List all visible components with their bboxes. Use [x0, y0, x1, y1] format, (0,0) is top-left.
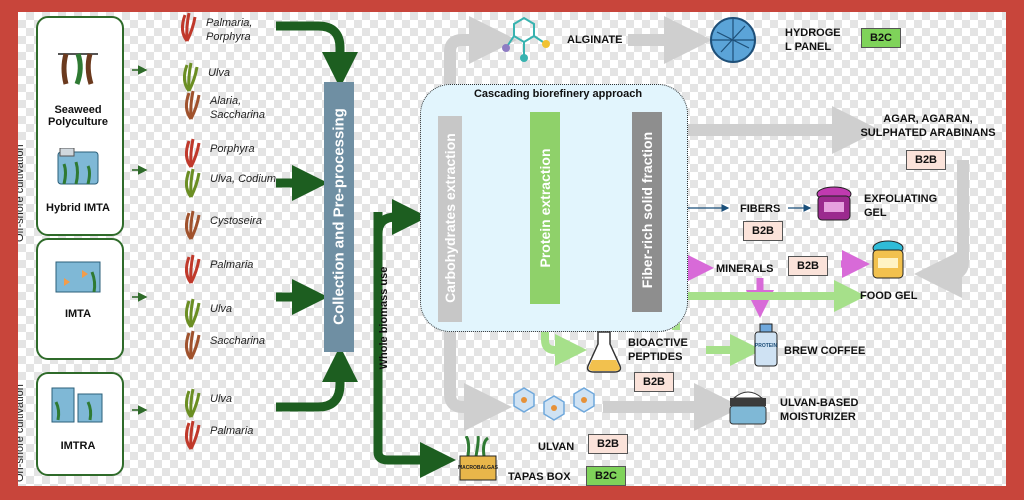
product-hydrogel: HYDROGE L PANEL — [785, 27, 841, 53]
system-label: Hybrid IMTA — [46, 202, 110, 214]
diagram-canvas: Off-shore cultivation On-shore cultivati… — [18, 12, 1006, 486]
species-label: Saccharina — [210, 335, 266, 347]
bottle-label: PROTEIN — [754, 343, 778, 349]
badge-b2b: B2B — [634, 372, 675, 392]
product-ulvan: ULVAN — [538, 441, 575, 453]
protein-label: Protein extraction — [537, 148, 553, 268]
seaweed-icon — [184, 138, 201, 168]
species-label: Ulva — [210, 393, 233, 405]
collection-preprocessing-box — [324, 82, 354, 352]
exfoliating-jar-icon — [816, 186, 852, 221]
seaweed-icon — [184, 298, 201, 328]
seaweed-icon — [184, 254, 201, 284]
seaweed-icon — [180, 12, 197, 42]
fish-tank-icon — [57, 148, 99, 185]
badge-b2c: B2C — [586, 466, 627, 486]
tapas-box-icon — [459, 436, 497, 481]
whole-biomass-label: Whole biomass use — [378, 266, 390, 370]
seaweed-icon — [184, 420, 201, 450]
ulvan-molecule-icon — [513, 387, 595, 421]
tapas-box-label: MACROBALGAS — [458, 465, 498, 471]
aquarium-icon — [55, 261, 101, 293]
seaweed-icon — [182, 62, 199, 92]
badge-b2c: B2C — [861, 28, 902, 48]
product-brew: BREW COFFEE — [784, 345, 866, 357]
product-fibers: FIBERS — [740, 203, 781, 215]
collection-label: Collection and Pre-processing — [330, 108, 348, 325]
seaweed-rope-icon — [58, 53, 98, 85]
seaweed-icon — [184, 90, 201, 120]
fiber-label: Fiber-rich solid fraction — [639, 131, 655, 289]
species-collection-arrows — [276, 21, 358, 412]
hydrogel-icon — [710, 17, 756, 63]
whole-biomass-arrow — [373, 199, 456, 478]
species-label: Palmaria, Porphyra — [206, 17, 253, 43]
seaweed-icon — [184, 210, 201, 240]
system-panel-imtra — [36, 372, 124, 476]
product-tapas: TAPAS BOX — [508, 471, 571, 483]
species-label: Ulva — [208, 67, 231, 79]
tanks-icon — [51, 387, 103, 423]
flask-icon — [586, 331, 622, 373]
badge-b2b: B2B — [788, 256, 829, 276]
system-panel-offshore — [36, 16, 124, 236]
seaweed-icon — [184, 168, 201, 198]
species-label: Palmaria — [210, 425, 254, 437]
product-moisturizer: ULVAN-BASED MOISTURIZER — [780, 397, 859, 423]
seaweed-icon — [184, 330, 201, 360]
food-gel-jar-icon — [872, 240, 904, 279]
badge-b2b: B2B — [588, 434, 629, 454]
system-label: IMTA — [64, 308, 92, 320]
system-label: IMTRA — [60, 440, 96, 452]
protein-bar — [530, 112, 560, 304]
species-label: Ulva, Codium — [210, 173, 277, 185]
species-label: Palmaria — [210, 259, 254, 271]
system-label: Seaweed Polyculture — [48, 104, 108, 128]
side-label-onshore: On-shore cultivation — [18, 384, 26, 482]
product-bioactive: BIOACTIVE PEPTIDES — [628, 337, 688, 363]
species-label: Porphyra — [210, 143, 255, 155]
product-alginate: ALGINATE — [567, 34, 623, 46]
molecule-icon — [502, 16, 550, 62]
system-panel-imta — [36, 238, 124, 360]
product-minerals: MINERALS — [716, 263, 774, 275]
species-label: Ulva — [210, 303, 233, 315]
product-agar: AGAR, AGARAN, SULPHATED ARABINANS — [860, 113, 996, 139]
fiber-bar — [632, 112, 662, 312]
seaweed-icon — [184, 388, 201, 418]
badge-b2b: B2B — [906, 150, 947, 170]
cream-jar-icon — [729, 391, 767, 425]
bottle-icon — [754, 323, 778, 367]
carbohydrates-label: Carbohydrates extraction — [442, 133, 458, 303]
product-exfoliating: EXFOLIATING GEL — [864, 193, 938, 219]
cascading-title: Cascading biorefinery approach — [473, 88, 643, 100]
carbohydrates-bar — [438, 116, 462, 322]
product-food-gel: FOOD GEL — [860, 290, 918, 302]
side-label-offshore: Off-shore cultivation — [18, 144, 26, 242]
species-label: Cystoseira — [210, 215, 262, 227]
system-species-arrows — [132, 65, 148, 415]
badge-b2b: B2B — [743, 221, 784, 241]
species-label: Alaria, Saccharina — [210, 95, 266, 121]
